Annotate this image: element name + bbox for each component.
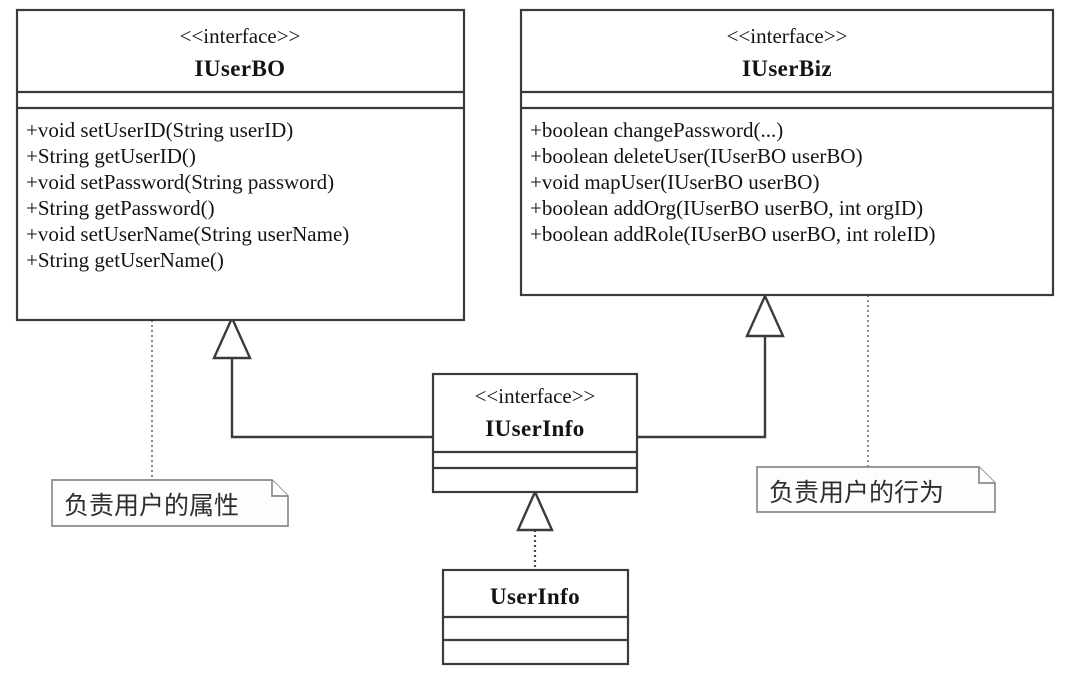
class-member: +void mapUser(IUserBO userBO) [530, 170, 819, 194]
realization-userinfo-to-iuserinfo [516, 489, 554, 572]
relationship-layer [151, 293, 869, 572]
class-name-iuserbiz: IUserBiz [742, 56, 832, 81]
class-box-userinfo[interactable]: UserInfo [441, 568, 630, 666]
class-box-iuserbo[interactable]: <<interface>> IUserBO +void setUserID(St… [15, 8, 466, 322]
realization-arrowhead-iuserinfo [516, 489, 554, 532]
class-name-iuserinfo: IUserInfo [485, 416, 584, 441]
class-member: +String getPassword() [26, 196, 215, 220]
class-stereotype-iuserbo: <<interface>> [180, 24, 301, 48]
generalization-arrowhead-iuserbo [212, 315, 252, 360]
class-member: +String getUserName() [26, 248, 224, 272]
class-member: +void setUserName(String userName) [26, 222, 349, 246]
class-member: +void setUserID(String userID) [26, 118, 293, 142]
class-member: +boolean addRole(IUserBO userBO, int rol… [530, 222, 936, 246]
class-member: +boolean addOrg(IUserBO userBO, int orgI… [530, 196, 923, 220]
class-stereotype-iuserbiz: <<interface>> [727, 24, 848, 48]
generalization-iuserinfo-to-iuserbo [212, 315, 433, 439]
class-member: +boolean deleteUser(IUserBO userBO) [530, 144, 863, 168]
class-member: +String getUserID() [26, 144, 196, 168]
generalization-arrowhead-iuserbiz [745, 293, 785, 338]
note-attributes[interactable]: 负责用户的属性 [51, 479, 289, 527]
note-attributes-text: 负责用户的属性 [64, 492, 239, 520]
note-behavior[interactable]: 负责用户的行为 [756, 466, 996, 513]
class-box-iuserbiz[interactable]: <<interface>> IUserBiz +boolean changePa… [519, 8, 1055, 297]
class-name-userinfo: UserInfo [490, 584, 580, 609]
class-box-iuserinfo[interactable]: <<interface>> IUserInfo [431, 372, 639, 494]
note-behavior-text: 负责用户的行为 [769, 479, 944, 507]
class-name-iuserbo: IUserBO [195, 56, 286, 81]
generalization-iuserinfo-to-iuserbiz [637, 293, 785, 439]
class-stereotype-iuserinfo: <<interface>> [475, 384, 596, 408]
class-member: +boolean changePassword(...) [530, 118, 783, 142]
class-member: +void setPassword(String password) [26, 170, 334, 194]
